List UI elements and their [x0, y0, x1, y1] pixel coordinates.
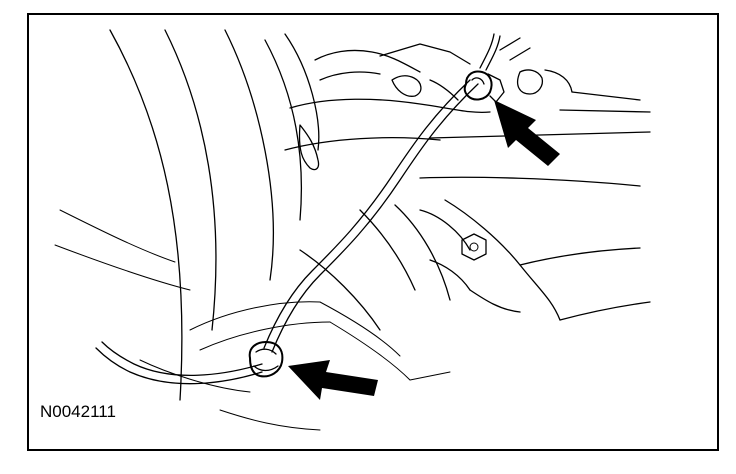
bolt-head [461, 233, 487, 261]
callout-arrow-upper [494, 100, 560, 166]
lower-cable-grommet [248, 341, 284, 378]
callout-arrow-lower [288, 360, 378, 400]
figure-id-label: N0042111 [40, 402, 116, 421]
figure-frame [27, 13, 719, 451]
upper-bracket [314, 37, 651, 113]
wheel-arcs [54, 29, 320, 401]
sensor-cable [95, 33, 501, 385]
lower-shield [189, 301, 451, 431]
line-art [54, 29, 651, 431]
knuckle-body [284, 98, 651, 331]
upper-cable-clip [463, 70, 505, 103]
